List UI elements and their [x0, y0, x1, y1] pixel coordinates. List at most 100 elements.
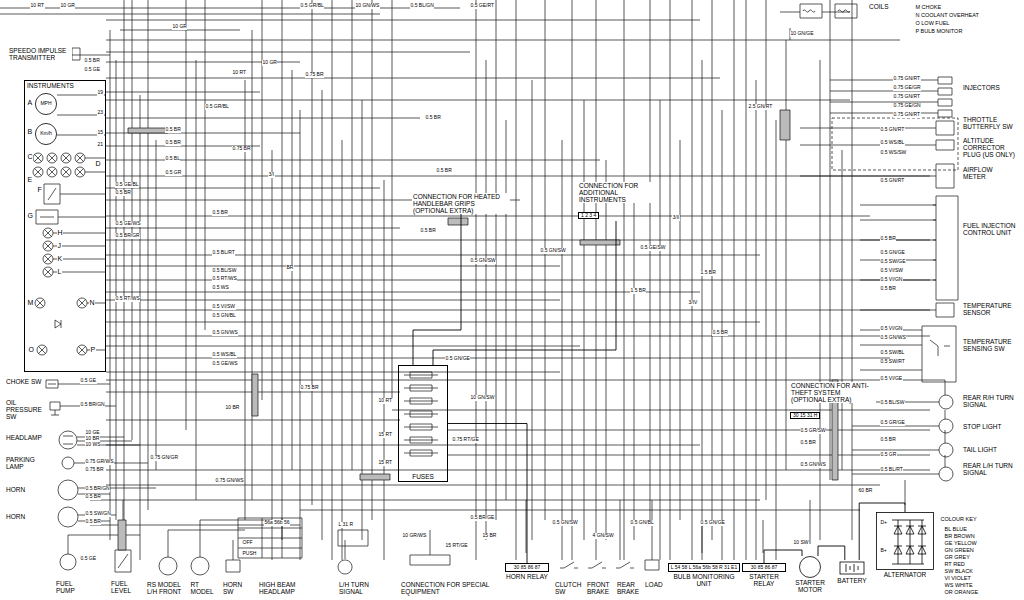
- label-slot: O LOW FUEL: [915, 20, 950, 26]
- label-slot: 0.5 WS/BL: [880, 140, 905, 146]
- wire-code: 10 GN/SW: [470, 395, 495, 401]
- battery-case: [840, 562, 864, 574]
- label-slot: 10 GN/WS: [355, 3, 380, 9]
- component-name: CLUTCH SW: [554, 581, 584, 595]
- label-slot: N: [89, 299, 95, 307]
- wire-code: 0.5 GN/GE: [445, 356, 470, 362]
- component-name: RS MODEL L/H FRONT: [146, 581, 188, 595]
- label-slot: P: [90, 346, 96, 354]
- key-entry: BL BLUE: [944, 526, 967, 532]
- wire-code: 0.5 SW/GE: [880, 259, 906, 265]
- label-slot: 0.75 BR: [232, 146, 251, 152]
- component-label: CONNECTION FOR ADDITIONAL INSTRUMENTS1 2…: [578, 182, 654, 221]
- label-slot: 0.5 GN/RT: [880, 178, 905, 184]
- wire-code: 0.5 GN/SW: [552, 520, 578, 526]
- component-label: OIL PRESSURE SW: [5, 399, 49, 420]
- wire-code: 0.5 BR: [115, 190, 131, 196]
- component-label: STOP LIGHT: [962, 423, 1002, 430]
- bottom-switches: [226, 518, 659, 574]
- alt-outline: [877, 513, 934, 570]
- wire-code: 15: [97, 130, 104, 136]
- wire-code: 0.5 GE: [80, 556, 97, 562]
- key-entry: N COOLANT OVERHEAT: [915, 12, 979, 18]
- component-name: PARKING LAMP: [5, 456, 47, 470]
- label-slot: SW BLACK: [944, 568, 973, 574]
- label-slot: 15: [97, 130, 104, 136]
- component-label: LOAD: [644, 581, 664, 588]
- wire-bundle: [0, 8, 930, 525]
- wire-code: 0.5 GN/BL: [630, 520, 654, 526]
- label-slot: 0.5 BL/GN: [410, 3, 434, 9]
- label-slot: 0.5 GN/SW: [540, 248, 566, 254]
- wire-code: 0.5 VI/GE: [880, 376, 903, 382]
- wire-code: 0.5 RT/WS: [212, 276, 237, 282]
- wire-code: B+: [880, 548, 887, 554]
- component-name: TEMPERATURE SENSING SW: [962, 338, 1020, 352]
- wire-code: 0.75 RT/GE: [452, 437, 479, 443]
- label-slot: 0.5 VI/SW: [880, 268, 904, 274]
- component-name: FUEL LEVEL: [110, 580, 140, 594]
- connector-block: [118, 110, 838, 550]
- wire-code: 1.5 BR: [630, 288, 646, 294]
- wire-code: 0.5 GN/WS: [880, 335, 906, 341]
- motor-symbol: [790, 556, 830, 578]
- key-entry: M CHOKE: [915, 4, 942, 10]
- wire-code: 0.5 BR: [436, 168, 452, 174]
- wire-code: 0.5 GE: [84, 67, 101, 73]
- label-slot: 3/I: [268, 172, 275, 178]
- wire-code: 10 GN/GE: [790, 31, 814, 37]
- label-slot: 0.5 BL: [165, 156, 180, 162]
- component-label: INJECTORS: [962, 84, 1001, 91]
- label-slot: GE YELLOW: [944, 540, 977, 546]
- wire-code: 15 BR: [482, 533, 497, 539]
- label-slot: BR BROWN: [944, 533, 975, 539]
- label-slot: 0.75 GE/GR: [893, 85, 921, 91]
- label-slot: 0.5 GR/BL: [205, 104, 229, 110]
- label-slot: 10 GR: [172, 24, 187, 30]
- component-symbol: BATTERY: [834, 560, 870, 584]
- key-entry: GE YELLOW: [944, 540, 977, 546]
- lamp-letter: P: [90, 346, 96, 354]
- component-label: TAIL LIGHT: [962, 446, 998, 453]
- label-slot: 0.5 GN/SW: [470, 258, 496, 264]
- battery-symbol: [834, 560, 870, 576]
- component-name: CONNECTION FOR ANTI-THEFT SYSTEM (OPTION…: [790, 382, 876, 403]
- wire-code: 0.5 GN/GE: [700, 520, 725, 526]
- label-slot: 0.5 GE/RT: [470, 3, 495, 9]
- wire-code: 0.75 BR: [85, 467, 104, 473]
- label-slot: 0.75 RT/GE: [452, 437, 479, 443]
- component-label: PARKING LAMP: [5, 456, 47, 470]
- label-slot: 0.5 GE/WS: [115, 221, 141, 227]
- component-name: STARTER MOTOR: [790, 579, 830, 593]
- wire-code: 10 GR: [60, 3, 75, 9]
- key-entry: BR BROWN: [944, 533, 975, 539]
- label-slot: 23: [97, 110, 104, 116]
- lamp-letter: L: [57, 268, 62, 276]
- label-slot: B: [27, 128, 33, 136]
- label-slot: 0.5 BR: [880, 437, 896, 443]
- lamp-letter: H: [57, 229, 63, 237]
- label-slot: L 31 R: [338, 522, 354, 528]
- component-name: TEMPERATURE SENSOR: [962, 302, 1020, 316]
- label-slot: 10 GN/SW: [470, 395, 495, 401]
- pin-row: 1 2 3 4: [578, 212, 599, 219]
- label-slot: 0.5 GE/SW: [640, 245, 666, 251]
- wire-code: 60 BR: [858, 488, 873, 494]
- label-slot: 4 GN/SW: [592, 533, 614, 539]
- label-slot: 0.5 VI/GN: [880, 277, 903, 283]
- component-symbol: STARTER MOTOR: [790, 556, 830, 593]
- label-slot: 1.5 BR: [700, 270, 716, 276]
- label-slot: 0.5 BR: [425, 115, 441, 121]
- wire-bundle: [58, 12, 945, 560]
- key-entry: COLOUR KEY: [940, 516, 977, 522]
- lamp-letter: F: [37, 186, 42, 194]
- label-slot: 0.5 GN/RT: [880, 127, 905, 133]
- label-slot: 0.5 BL/RT: [880, 467, 903, 473]
- label-slot: 0.5 GN/WS: [800, 462, 826, 468]
- wire-code: 21: [97, 142, 104, 148]
- label-slot: K: [57, 255, 63, 263]
- wire-code: 10 RT: [232, 70, 247, 76]
- wire-code: 0.5 BR/GN: [85, 486, 110, 492]
